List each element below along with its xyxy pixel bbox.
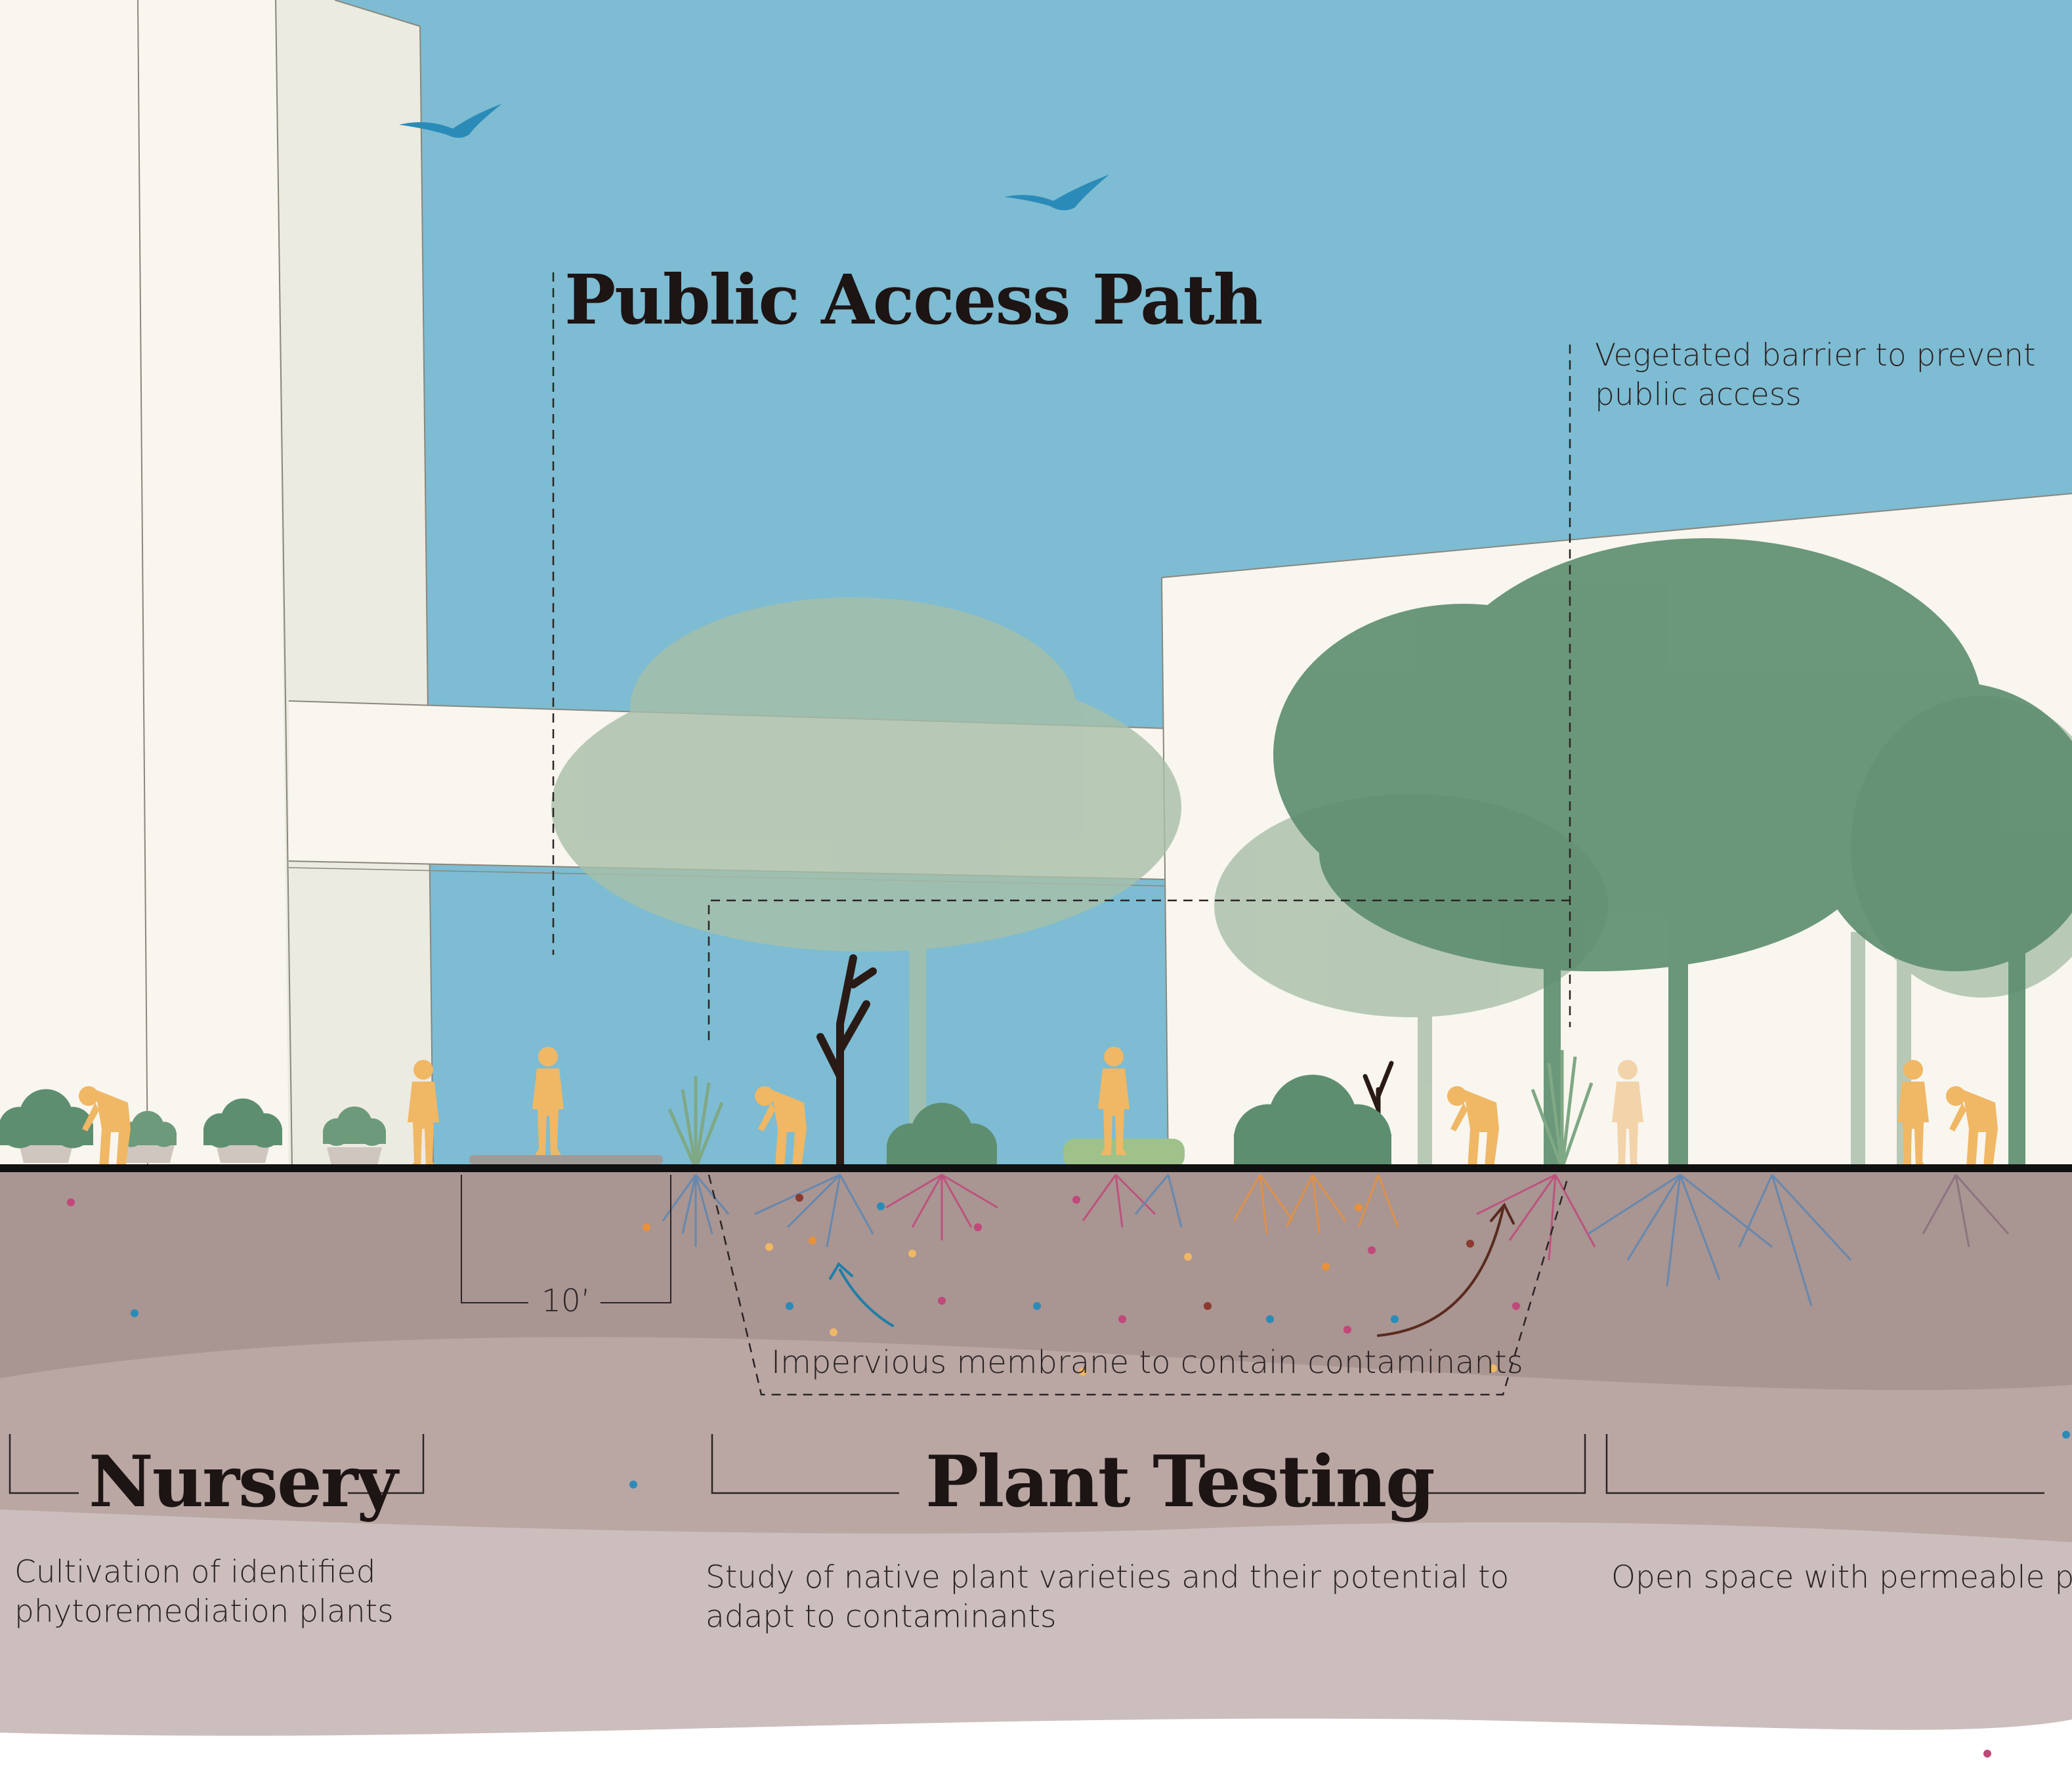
path-slab	[469, 1155, 663, 1164]
bird-icon	[399, 104, 502, 138]
ground-line	[0, 1164, 2072, 1172]
bird-icon	[1004, 175, 1109, 211]
zone-title-nursery: Nursery	[89, 1441, 398, 1523]
public-access-path-title: Public Access Path	[564, 259, 1263, 340]
roots-icon	[662, 1173, 2010, 1307]
dimension-label: 10’	[541, 1283, 591, 1319]
soil-section	[0, 1168, 2072, 1772]
dimension-bracket	[461, 1175, 671, 1303]
grass-icon	[667, 1050, 1594, 1170]
zone-description-nursery: Cultivation of identified phytoremediati…	[14, 1554, 394, 1630]
dead-tree-icon	[816, 954, 877, 1172]
membrane-label: Impervious membrane to contain contamina…	[771, 1344, 1523, 1381]
zone-brackets	[9, 1434, 2044, 1494]
zone-description-plant-testing: Study of native plant varieties and thei…	[706, 1559, 1510, 1635]
tree-icon	[1273, 538, 2072, 1168]
left-building	[0, 0, 434, 1169]
contaminant-dot-icon	[67, 1194, 2070, 1758]
leader-lines	[552, 272, 1571, 1396]
vegetated-barrier-label: Vegetated barrier to prevent public acce…	[1595, 337, 2036, 413]
zone-title-plant-testing: Plant Testing	[925, 1441, 1435, 1523]
zone-description-open-space: Open space with permeable pa	[1611, 1559, 2072, 1595]
arrow-icon	[829, 1202, 1515, 1337]
